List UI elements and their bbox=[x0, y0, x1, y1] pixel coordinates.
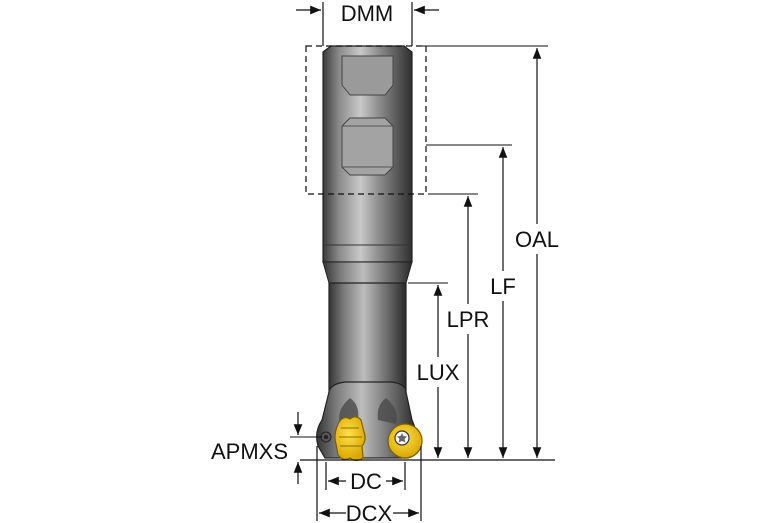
clamping-flat-upper bbox=[341, 55, 394, 96]
dim-oal: OAL bbox=[416, 45, 559, 458]
label-lux: LUX bbox=[417, 360, 460, 385]
tool-body bbox=[316, 45, 423, 462]
label-lpr: LPR bbox=[447, 307, 490, 332]
neck bbox=[328, 282, 407, 393]
taper bbox=[322, 261, 413, 284]
dim-apmxs: APMXS bbox=[211, 412, 322, 484]
clamping-envelope bbox=[305, 45, 427, 195]
dim-dcx: DCX bbox=[316, 446, 422, 523]
dim-dc: DC bbox=[325, 462, 406, 494]
label-dc: DC bbox=[350, 469, 382, 494]
dim-dmm: DMM bbox=[296, 1, 439, 46]
label-dmm: DMM bbox=[341, 1, 394, 26]
torx-screw-icon bbox=[397, 433, 407, 443]
label-dcx: DCX bbox=[346, 501, 393, 523]
label-oal: OAL bbox=[515, 227, 559, 252]
left-insert bbox=[334, 416, 366, 462]
dim-lpr: LPR bbox=[428, 193, 490, 458]
label-apmxs: APMXS bbox=[211, 439, 288, 464]
label-lf: LF bbox=[490, 274, 516, 299]
dim-lux: LUX bbox=[408, 282, 462, 458]
dim-lf: LF bbox=[426, 144, 519, 458]
right-insert bbox=[387, 423, 423, 459]
clamping-flat-lower bbox=[341, 117, 394, 176]
